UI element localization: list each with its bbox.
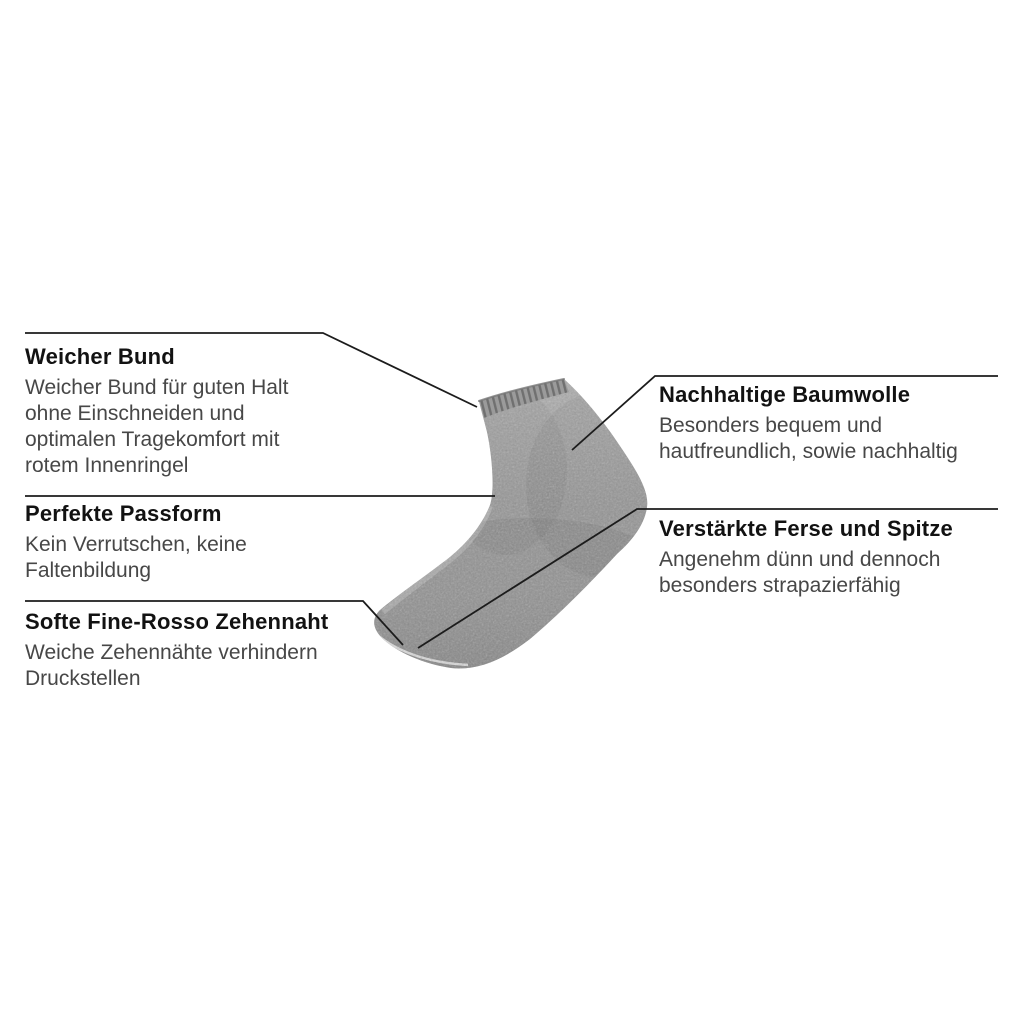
feature-description: Kein Verrutschen, keine Faltenbildung bbox=[25, 533, 247, 582]
callout-line-verstaerkte-ferse bbox=[417, 508, 998, 649]
feature-weicher-bund: Weicher Bund Weicher Bund für guten Halt… bbox=[25, 344, 337, 479]
feature-perfekte-passform: Perfekte Passform Kein Verrutschen, kein… bbox=[25, 501, 297, 584]
feature-title: Nachhaltige Baumwolle bbox=[659, 382, 911, 407]
callout-line-softe-zehennaht bbox=[25, 600, 404, 646]
feature-title: Softe Fine-Rosso Zehennaht bbox=[25, 609, 329, 634]
feature-title: Perfekte Passform bbox=[25, 501, 222, 526]
feature-description: Weicher Bund für guten Halt ohne Einschn… bbox=[25, 376, 289, 477]
feature-nachhaltige-baumwolle: Nachhaltige Baumwolle Besonders bequem u… bbox=[659, 382, 1019, 465]
sock-cuff bbox=[478, 378, 569, 418]
sock-image bbox=[374, 378, 648, 669]
callout-line-weicher-bund bbox=[25, 332, 478, 408]
feature-description: Besonders bequem und hautfreundlich, sow… bbox=[659, 414, 958, 463]
feature-verstaerkte-ferse: Verstärkte Ferse und Spitze Angenehm dün… bbox=[659, 516, 1013, 599]
feature-description: Angenehm dünn und dennoch besonders stra… bbox=[659, 548, 941, 597]
callout-line-nachhaltige-baumwolle bbox=[571, 375, 998, 451]
feature-softe-zehennaht: Softe Fine-Rosso Zehennaht Weiche Zehenn… bbox=[25, 609, 377, 692]
feature-description: Weiche Zehennähte verhindern Druckstelle… bbox=[25, 641, 318, 690]
feature-title: Verstärkte Ferse und Spitze bbox=[659, 516, 953, 541]
feature-title: Weicher Bund bbox=[25, 344, 175, 369]
